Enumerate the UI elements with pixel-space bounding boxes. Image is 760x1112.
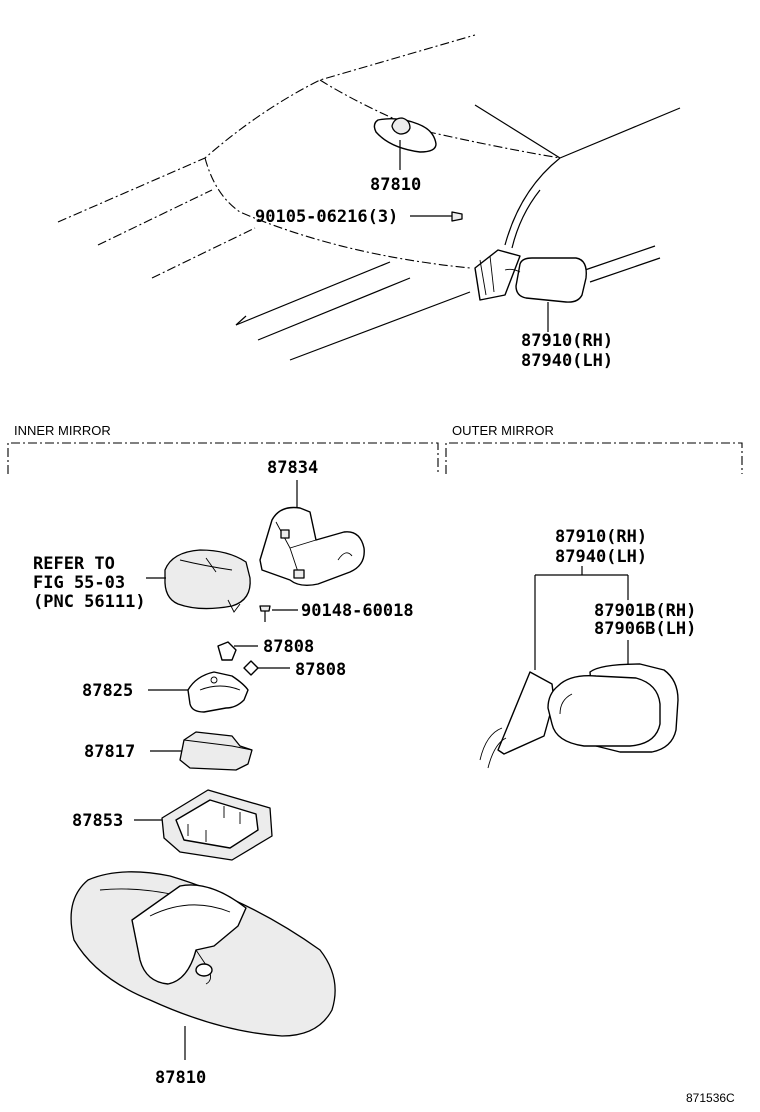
overview-outer-mirror [474,249,587,332]
inner-mirror-section-title: INNER MIRROR [14,423,111,438]
refer-line-2: FIG 55-03 [33,573,125,593]
overview-inner-mirror [373,117,437,170]
inner-mirror-part [70,871,336,1037]
outer-rh-label: 87910(RH) [555,527,647,547]
car-outline [57,34,681,361]
refer-line-1: REFER TO [33,554,115,574]
screw-part [259,605,298,622]
clip-a-part [217,641,258,661]
pad-label: 87817 [84,742,135,762]
glass-rh-label: 87901B(RH) [594,601,696,621]
outer-mirror-section-title: OUTER MIRROR [452,423,554,438]
screw-label: 90148-60018 [301,601,414,621]
glass-lh-label: 87906B(LH) [594,619,696,639]
overview-screw [410,211,463,222]
outer-assy-leader [534,566,629,670]
overview-outer-rh-label: 87910(RH) [521,331,613,351]
bracket-label: 87834 [267,458,318,478]
holder-part [187,671,249,713]
clip-a-label: 87808 [263,637,314,657]
clip-b-label: 87808 [295,660,346,680]
overview-outer-lh-label: 87940(LH) [521,351,613,371]
roof-cover-part [164,549,251,613]
overview-screw-label: 90105-06216(3) [255,207,398,227]
outer-lh-label: 87940(LH) [555,547,647,567]
cover-label: 87853 [72,811,123,831]
pad-part [179,731,253,771]
figure-code: 871536C [686,1091,735,1105]
refer-line-3: (PNC 56111) [33,592,146,612]
overview-inner-mirror-label: 87810 [370,175,421,195]
clip-b-part [243,660,290,676]
bracket-part [259,506,365,587]
section-brackets [7,442,743,474]
outer-mirror-part [479,663,679,769]
inner-mirror-label: 87810 [155,1068,206,1088]
holder-label: 87825 [82,681,133,701]
cover-part [161,789,273,861]
